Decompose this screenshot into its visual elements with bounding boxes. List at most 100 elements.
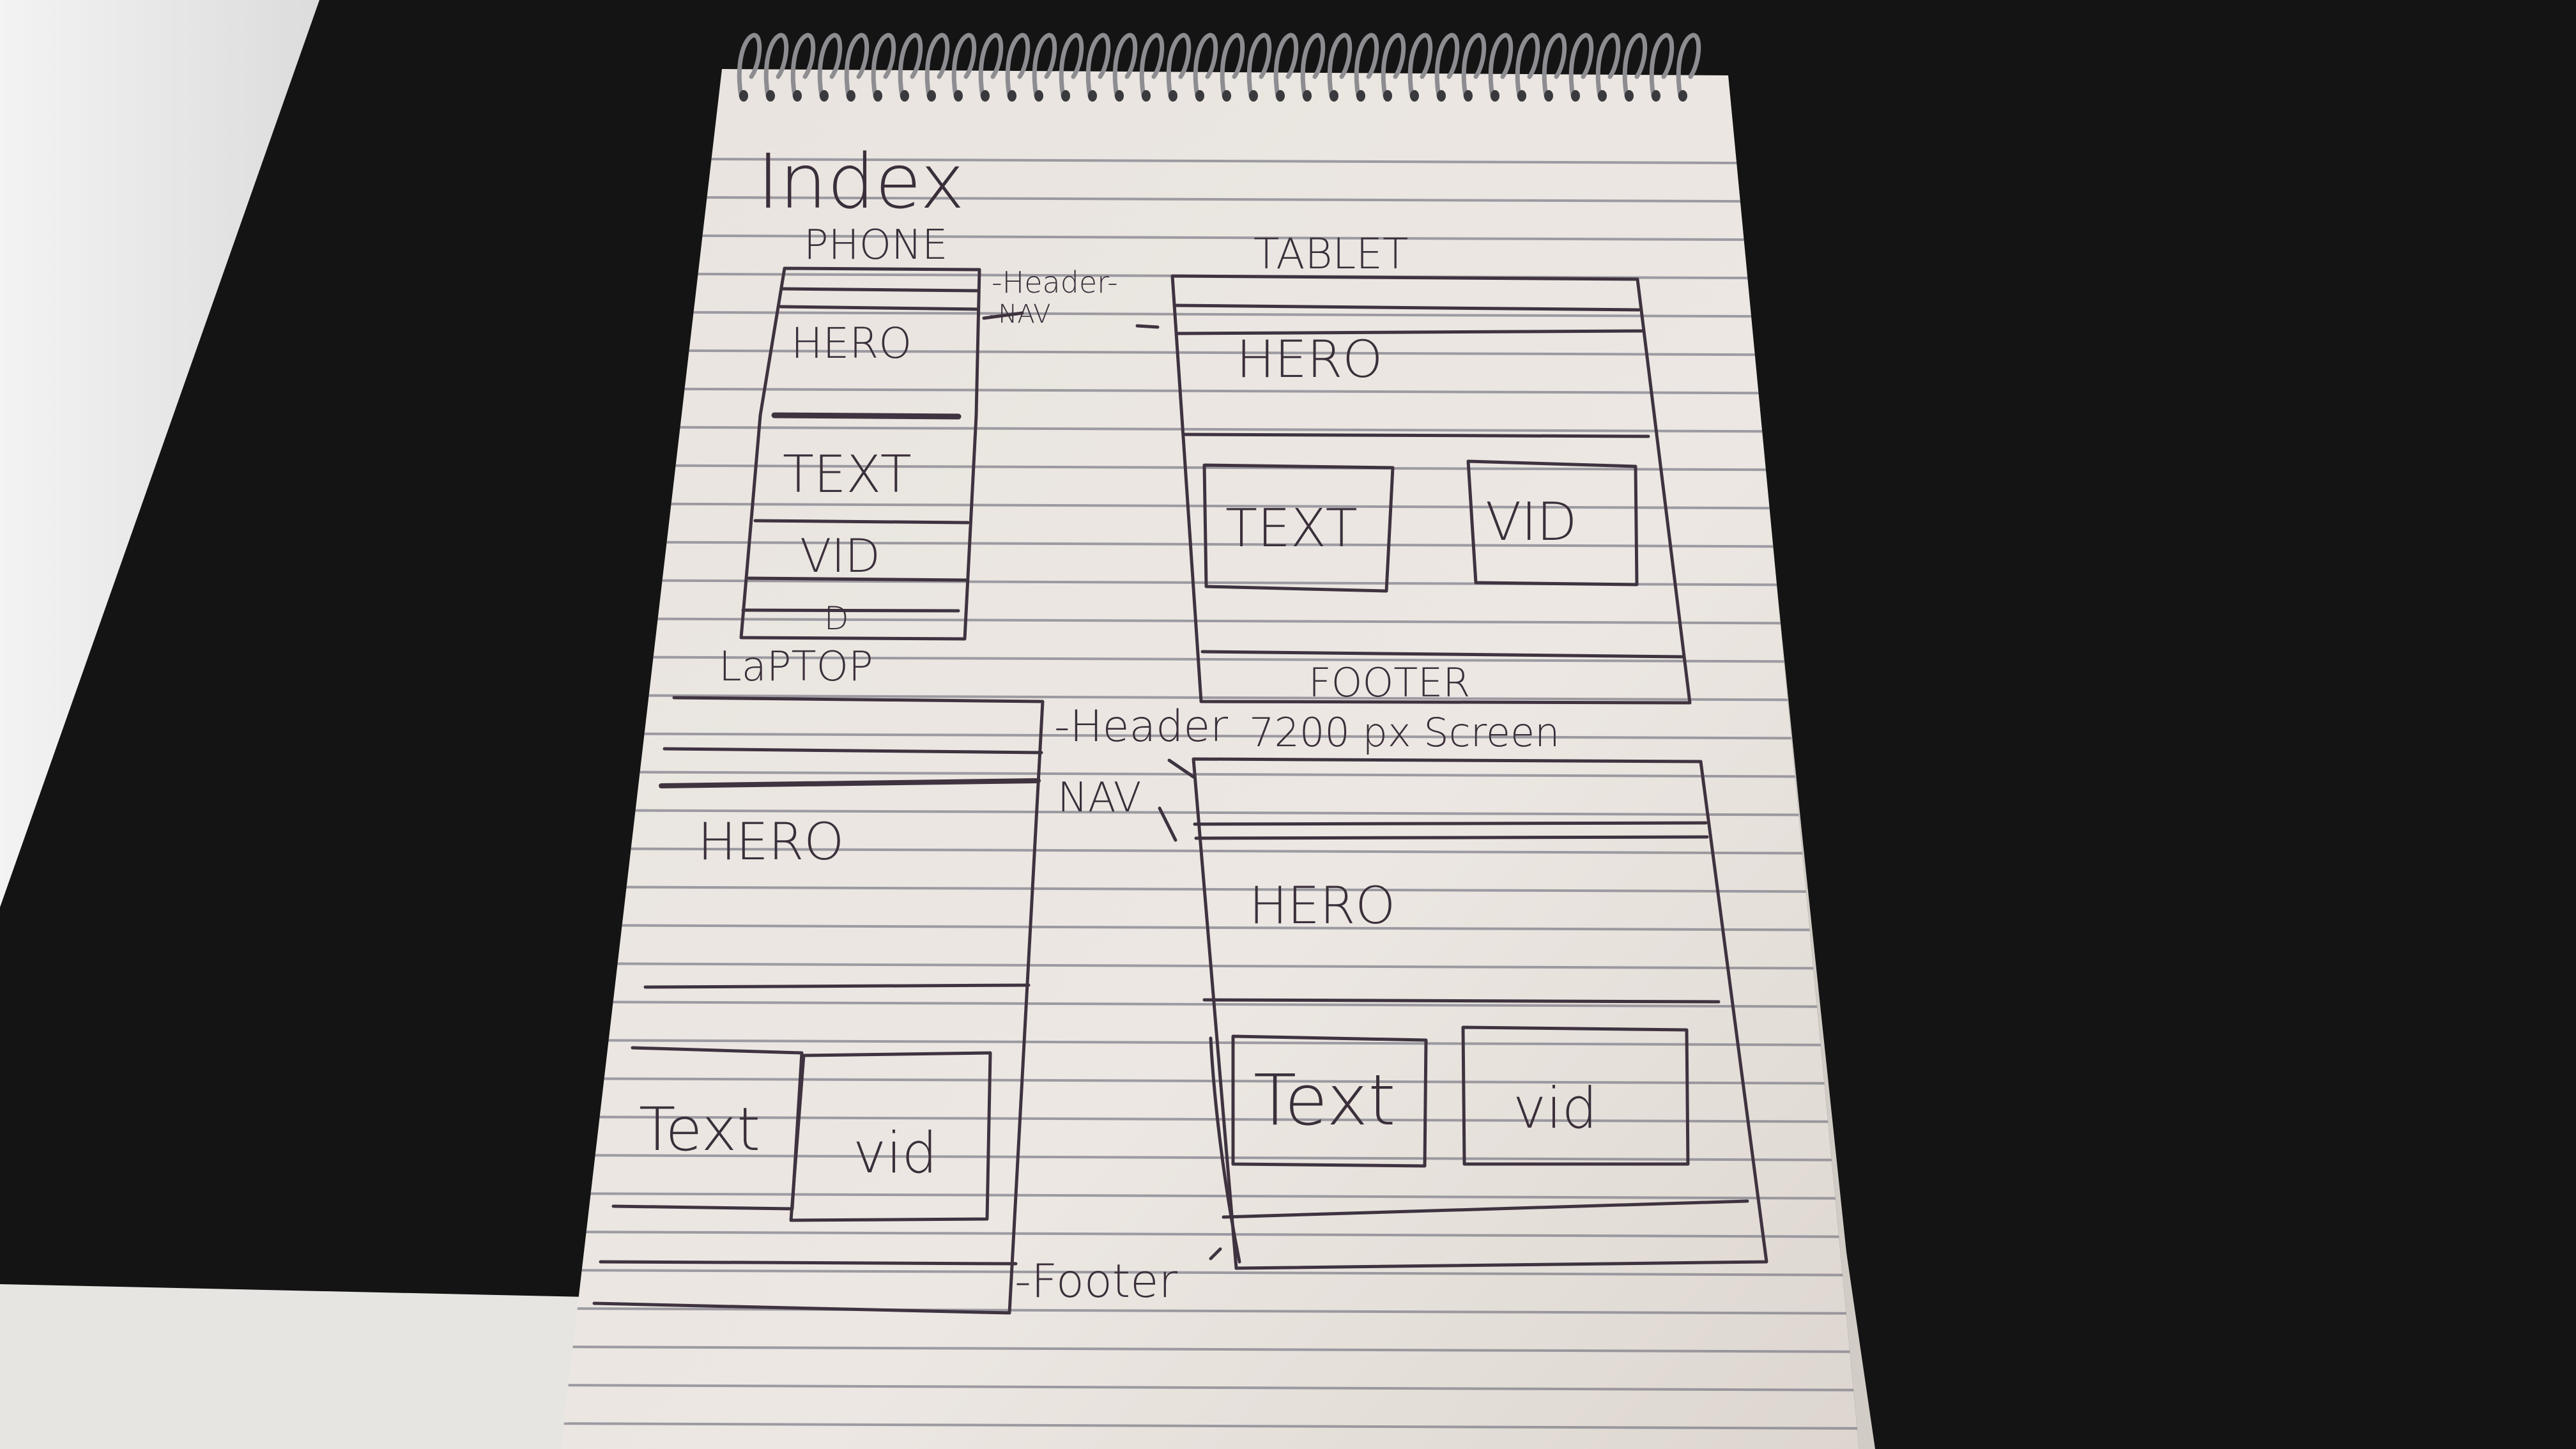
nav-annotation-1: -NAV (989, 300, 1051, 329)
spiral-loop (1300, 33, 1326, 98)
spiral-loop (1220, 33, 1245, 98)
ruled-line (561, 1230, 1859, 1238)
tablet-hero-label: HERO (1236, 330, 1383, 389)
spiral-hole (1678, 90, 1687, 102)
phone-label: PHONE (804, 222, 947, 269)
ruled-line (561, 349, 1859, 356)
ruled-line (561, 1077, 1859, 1085)
spiral-loop (1595, 33, 1621, 98)
desktop-text-label: Text (1254, 1059, 1395, 1141)
spiral-loop (1542, 33, 1567, 98)
spiral-hole (1303, 90, 1312, 102)
annotation-leaders (982, 311, 1222, 1261)
ruled-line (561, 962, 1859, 970)
ruled-line (561, 1154, 1859, 1162)
phone-hero-label: HERO (791, 319, 912, 368)
spiral-hole (1088, 90, 1097, 102)
spiral-hole (1356, 90, 1365, 102)
ruled-line (561, 885, 1859, 893)
ruled-line (561, 809, 1859, 816)
spiral-hole (900, 90, 909, 102)
spiral-loop (1059, 33, 1084, 98)
spiral-loop (1112, 33, 1138, 98)
spiral-loop (1327, 33, 1353, 98)
spiral-hole (1517, 90, 1526, 102)
header-annotation-1: -Header- (992, 265, 1118, 300)
spiral-binding (737, 33, 1701, 102)
header-annotation-2: -Header (1054, 702, 1228, 752)
spiral-loop (898, 33, 923, 98)
spiral-hole (954, 90, 963, 102)
ruled-line (561, 540, 1859, 548)
desktop-vid-label: vid (1513, 1075, 1597, 1141)
spiral-hole (1034, 90, 1043, 102)
ruled-line (561, 1384, 1859, 1392)
phone-footer-icon: D (824, 600, 849, 637)
tablet-text-label: TEXT (1225, 498, 1358, 559)
ruled-line (561, 464, 1859, 471)
spiral-loop (1032, 33, 1057, 98)
ruled-line (561, 1269, 1859, 1276)
ruled-line (561, 656, 1859, 663)
spiral-hole (1249, 90, 1258, 102)
spiral-loop (951, 33, 977, 98)
tablet-label: TABLET (1254, 229, 1408, 279)
spiral-hole (1410, 90, 1419, 102)
ruled-line (561, 234, 1859, 241)
spiral-loop (1381, 33, 1406, 98)
laptop-text-label: Text (639, 1095, 760, 1165)
spiral-loop (924, 33, 950, 98)
spiral-loop (790, 33, 816, 98)
ruled-line (561, 847, 1859, 855)
nav-annotation-2: NAV (1057, 774, 1141, 822)
ruled-line (561, 579, 1859, 586)
ruled-line (561, 387, 1859, 395)
spiral-loop (1622, 33, 1648, 98)
spiral-hole (1598, 90, 1607, 102)
ruled-line (561, 1422, 1859, 1430)
ruled-line (561, 310, 1859, 318)
footer-annotation: -Footer (1015, 1254, 1177, 1308)
spiral-hole (1195, 90, 1204, 102)
spiral-loop (1166, 33, 1192, 98)
ruled-line (561, 1307, 1859, 1315)
spiral-hole (1464, 90, 1473, 102)
spiral-loop (763, 33, 789, 98)
spiral-hole (1330, 90, 1338, 102)
spiral-hole (1008, 90, 1016, 102)
spiral-hole (1276, 90, 1285, 102)
spiral-loop (1193, 33, 1218, 98)
spiral-hole (1142, 90, 1151, 102)
spiral-loop (978, 33, 1004, 98)
ruled-line (561, 617, 1859, 625)
white-desk-edge (0, 0, 319, 907)
page-title: Index (757, 137, 965, 226)
ruled-line (561, 1192, 1859, 1200)
spiral-loop (1649, 33, 1675, 98)
spiral-hole (793, 90, 802, 102)
tablet-footer-label: FOOTER (1308, 659, 1470, 706)
spiral-hole (820, 90, 829, 102)
spiral-hole (1383, 90, 1392, 102)
spiral-loop (1676, 33, 1701, 98)
laptop-wireframe (592, 696, 1045, 1315)
spiral-loop (1273, 33, 1299, 98)
ruled-lines (561, 157, 1859, 1430)
spiral-loop (1434, 33, 1460, 98)
spiral-loop (844, 33, 870, 98)
spiral-hole (1652, 90, 1660, 102)
ruled-line (561, 157, 1859, 165)
spiral-hole (981, 90, 990, 102)
desktop-label: 7200 px Screen (1249, 709, 1560, 756)
ruled-line (561, 924, 1859, 931)
spiral-loop (817, 33, 843, 98)
spiral-loop (1461, 33, 1487, 98)
phone-vid-label: VID (800, 529, 880, 583)
spiral-loop (1515, 33, 1540, 98)
spiral-hole (1544, 90, 1553, 102)
spiral-hole (927, 90, 936, 102)
tablet-wireframe (1170, 274, 1692, 705)
ruled-line (561, 732, 1859, 740)
laptop-label: LaPTOP (719, 643, 873, 691)
spiral-loop (1139, 33, 1165, 98)
